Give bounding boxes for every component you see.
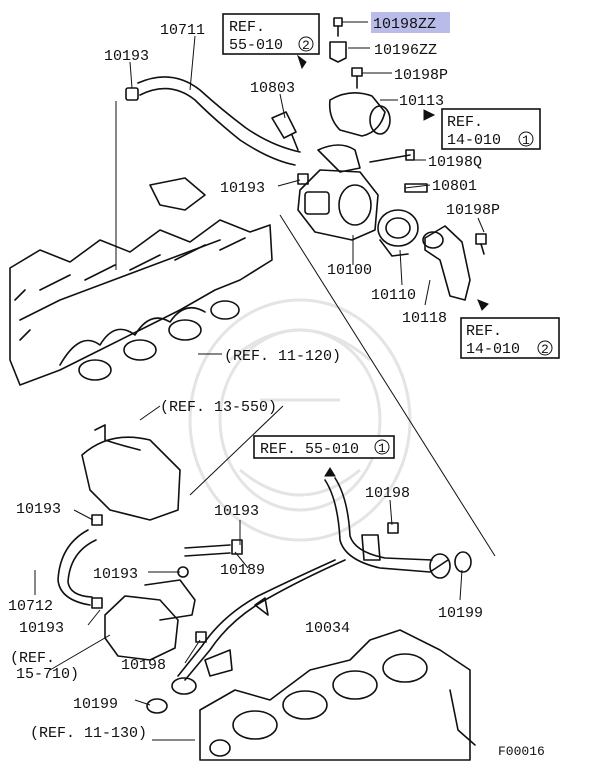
svg-text:1: 1 (522, 133, 530, 148)
highlight-10198zz (371, 12, 450, 33)
label-10198-bottom[interactable]: 10198 (121, 657, 166, 674)
water-pump-lower (104, 579, 207, 661)
label-10196zz[interactable]: 10196ZZ (374, 42, 437, 59)
label-10199-left[interactable]: 10199 (73, 696, 118, 713)
label-10199-right[interactable]: 10199 (438, 605, 483, 622)
cylinder-head (9, 177, 273, 386)
sensor-10801 (404, 183, 428, 193)
ref-11-120[interactable]: (REF. 11-120) (224, 348, 341, 365)
svg-text:14-010: 14-010 (447, 132, 501, 149)
hose-10712 (57, 529, 103, 609)
hose-10711 (125, 76, 301, 166)
label-10193-left[interactable]: 10193 (16, 501, 61, 518)
sensor-10803 (271, 111, 299, 151)
label-10193-hose[interactable]: 10193 (93, 566, 138, 583)
svg-text:REF.: REF. (447, 114, 483, 131)
water-inlet-10118 (422, 225, 471, 301)
bolt-10198zz (333, 17, 343, 37)
ref-box-14-010-2[interactable]: REF. 14-010 2 (460, 317, 560, 359)
bolt-10198p-right (475, 233, 487, 255)
water-pipe-10034 (171, 477, 451, 695)
label-10113[interactable]: 10113 (399, 93, 444, 110)
svg-text:REF. 55-010: REF. 55-010 (260, 441, 359, 458)
label-10189[interactable]: 10189 (220, 562, 265, 579)
svg-text:REF.: REF. (229, 19, 265, 36)
water-outlet-10113 (317, 92, 391, 173)
ref-15-710-line2[interactable]: 15-710) (16, 666, 79, 683)
label-10198q[interactable]: 10198Q (428, 154, 482, 171)
water-pump (81, 424, 181, 526)
direction-arrows (297, 54, 489, 477)
label-10198p-top[interactable]: 10198P (394, 67, 448, 84)
watermark-emblem (188, 298, 412, 542)
label-10198p-right[interactable]: 10198P (446, 202, 500, 219)
ref-box-55-010-2[interactable]: REF. 55-010 2 (222, 13, 320, 55)
label-10712[interactable]: 10712 (8, 598, 53, 615)
thermostat-housing-10100 (297, 169, 379, 241)
label-10100[interactable]: 10100 (327, 262, 372, 279)
o-ring-10199-left (146, 698, 168, 714)
svg-text:2: 2 (302, 38, 310, 53)
cylinder-block (199, 629, 476, 761)
label-10110[interactable]: 10110 (371, 287, 416, 304)
leader-lines (34, 21, 496, 741)
label-10034[interactable]: 10034 (305, 620, 350, 637)
bolt-10198-right (387, 522, 399, 534)
label-10193-top-left[interactable]: 10193 (104, 48, 149, 65)
ref-15-710-line1[interactable]: (REF. (10, 650, 55, 667)
clamp-10193-top (297, 173, 309, 185)
label-10803[interactable]: 10803 (250, 80, 295, 97)
hose-10189 (177, 539, 243, 578)
label-10801[interactable]: 10801 (432, 178, 477, 195)
svg-text:1: 1 (378, 441, 386, 456)
svg-text:REF.: REF. (466, 323, 502, 340)
thermostat-10110 (377, 209, 419, 257)
svg-text:55-010: 55-010 (229, 37, 283, 54)
label-10193-mid[interactable]: 10193 (220, 180, 265, 197)
label-10198zz[interactable]: 10198ZZ (373, 16, 436, 33)
bolt-10198p-top (351, 67, 363, 89)
svg-text:14-010: 14-010 (466, 341, 520, 358)
ref-box-55-010-1[interactable]: REF. 55-010 1 (253, 435, 395, 459)
label-10198-right[interactable]: 10198 (365, 485, 410, 502)
ref-11-130[interactable]: (REF. 11-130) (30, 725, 147, 742)
ref-13-550[interactable]: (REF. 13-550) (160, 399, 277, 416)
label-10193-center[interactable]: 10193 (214, 503, 259, 520)
ref-box-14-010-1[interactable]: REF. 14-010 1 (441, 108, 541, 150)
label-10711[interactable]: 10711 (160, 22, 205, 39)
diagram-id: F00016 (498, 744, 545, 759)
bolt-10198q (369, 149, 415, 163)
svg-text:2: 2 (541, 342, 549, 357)
o-ring-10199-right (454, 551, 472, 573)
label-10193-bottom-left[interactable]: 10193 (19, 620, 64, 637)
bracket-10196zz (329, 41, 347, 63)
label-10118[interactable]: 10118 (402, 310, 447, 327)
